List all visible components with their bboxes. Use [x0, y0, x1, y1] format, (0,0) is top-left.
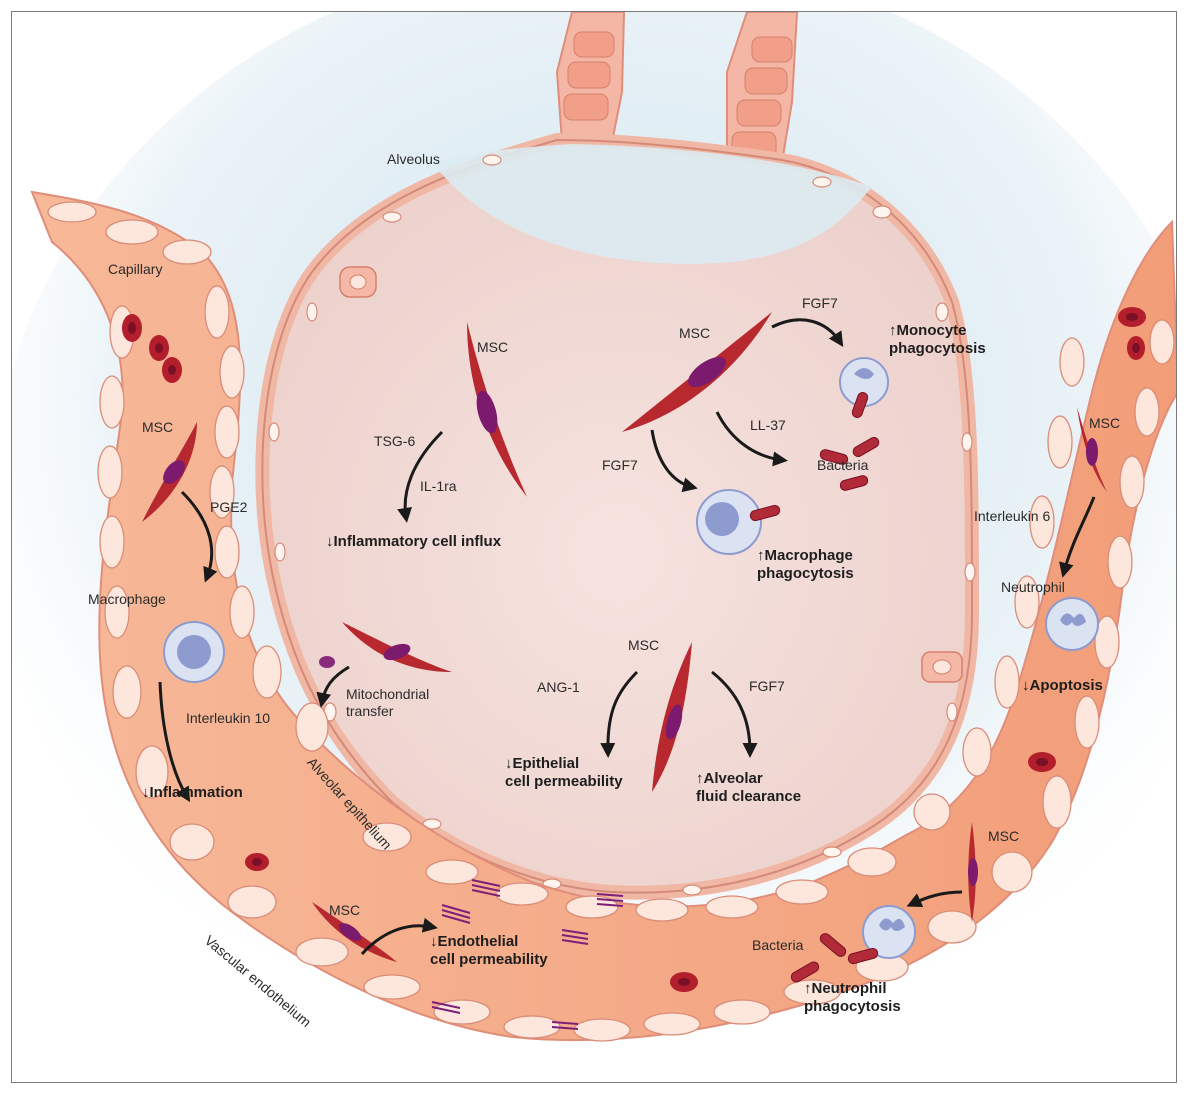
label-msc-right: MSC [1089, 415, 1120, 432]
lung-diagram-artwork [12, 12, 1177, 1083]
label-ll37: LL-37 [750, 417, 786, 434]
label-apoptosis: ↓Apoptosis [1022, 677, 1103, 695]
label-monocyte-phagocytosis: ↑Monocyte phagocytosis [889, 322, 986, 358]
label-alveolar-fluid-clearance: ↑Alveolar fluid clearance [696, 770, 801, 806]
label-msc-center-left: MSC [477, 339, 508, 356]
figure-frame: Alveolus Capillary MSC PGE2 Macrophage I… [11, 11, 1177, 1083]
label-msc-top-right: MSC [679, 325, 710, 342]
label-il1ra: IL-1ra [420, 478, 457, 495]
label-epithelial-permeability: ↓Epithelial cell permeability [505, 755, 623, 791]
label-tsg6: TSG-6 [374, 433, 415, 450]
label-neutrophil-phagocytosis: ↑Neutrophil phagocytosis [804, 980, 901, 1016]
label-capillary: Capillary [108, 261, 162, 278]
label-mitochondrial-transfer: Mitochondrial transfer [346, 686, 429, 720]
label-inflammation: ↓Inflammation [142, 784, 243, 802]
label-ang1: ANG-1 [537, 679, 580, 696]
label-endothelial-permeability: ↓Endothelial cell permeability [430, 933, 548, 969]
label-interleukin-6: Interleukin 6 [974, 508, 1050, 525]
label-bacteria-top: Bacteria [817, 457, 868, 474]
label-macrophage: Macrophage [88, 591, 166, 608]
label-alveolus: Alveolus [387, 151, 440, 168]
label-msc-bottom-left: MSC [329, 902, 360, 919]
label-fgf7-bottom: FGF7 [749, 678, 785, 695]
label-fgf7-top: FGF7 [802, 295, 838, 312]
label-macrophage-phagocytosis: ↑Macrophage phagocytosis [757, 547, 854, 583]
label-msc-left: MSC [142, 419, 173, 436]
label-fgf7-mid: FGF7 [602, 457, 638, 474]
label-bacteria-bottom: Bacteria [752, 937, 803, 954]
label-inflammatory-cell-influx: ↓Inflammatory cell influx [326, 533, 501, 551]
label-neutrophil: Neutrophil [1001, 579, 1065, 596]
label-interleukin-10: Interleukin 10 [186, 710, 270, 727]
label-pge2: PGE2 [210, 499, 247, 516]
label-msc-bottom-right: MSC [988, 828, 1019, 845]
label-msc-bottom-center: MSC [628, 637, 659, 654]
